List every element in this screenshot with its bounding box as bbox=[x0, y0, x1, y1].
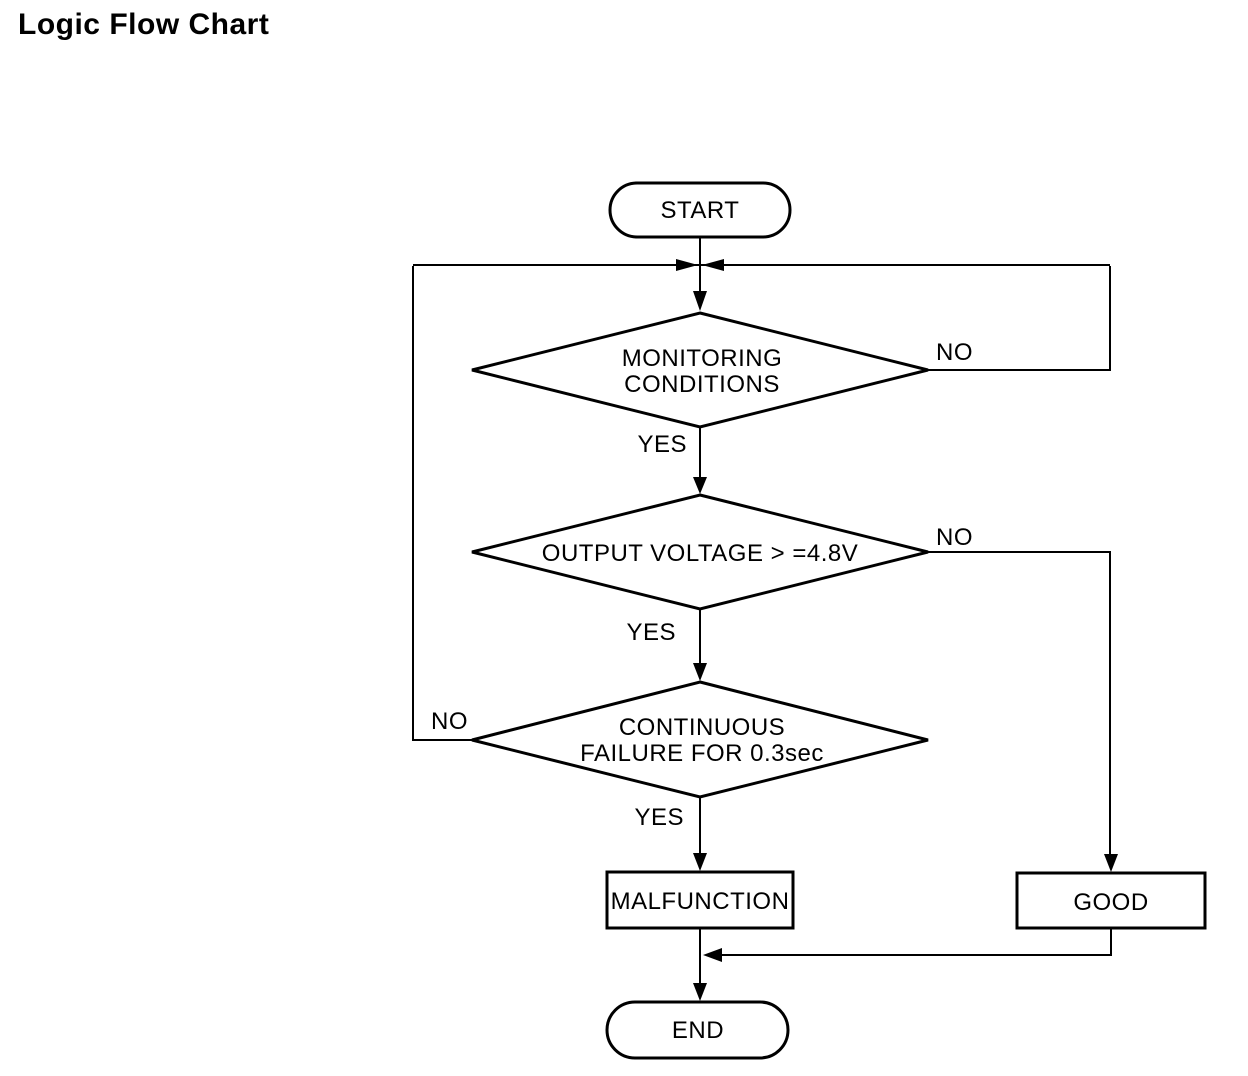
failure-diamond-shape bbox=[471, 680, 929, 799]
start-label: START bbox=[661, 197, 740, 224]
voltage-diamond-shape bbox=[471, 493, 929, 611]
arrowhead-junction-from-left-icon bbox=[676, 259, 698, 271]
connector-good-to-merge bbox=[706, 928, 1112, 956]
decision-monitoring-conditions: MONITORING CONDITIONS bbox=[471, 311, 929, 429]
monitoring-label-line1: MONITORING bbox=[622, 345, 783, 372]
failure-yes-label: YES bbox=[634, 804, 684, 831]
monitoring-yes-label: YES bbox=[637, 431, 687, 458]
feedback-failure-no-line bbox=[412, 266, 472, 741]
voltage-label: OUTPUT VOLTAGE > =4.8V bbox=[542, 540, 858, 567]
end-label: END bbox=[672, 1017, 724, 1044]
arrowhead-into-malfunction-icon bbox=[693, 853, 707, 871]
voltage-no-label: NO bbox=[936, 524, 973, 551]
feedback-monitoring-no-line bbox=[928, 266, 1111, 371]
arrowhead-into-good-icon bbox=[1104, 854, 1118, 872]
start-shape bbox=[608, 181, 792, 239]
arrowhead-into-voltage-icon bbox=[693, 477, 707, 494]
connector-voltage-no-to-good bbox=[928, 551, 1111, 855]
end-node: END bbox=[605, 1000, 790, 1060]
arrowhead-into-end-icon bbox=[693, 983, 707, 1001]
arrowhead-merge-into-end-line-icon bbox=[703, 948, 722, 962]
page-title: Logic Flow Chart bbox=[18, 8, 270, 41]
voltage-yes-label: YES bbox=[626, 619, 676, 646]
good-shape bbox=[1015, 871, 1207, 930]
failure-label-line1: CONTINUOUS bbox=[619, 714, 785, 741]
end-shape bbox=[605, 1000, 790, 1060]
monitoring-diamond-shape bbox=[471, 311, 929, 429]
monitoring-label-line2: CONDITIONS bbox=[624, 371, 780, 398]
start-node: START bbox=[608, 181, 792, 239]
decision-output-voltage: OUTPUT VOLTAGE > =4.8V bbox=[471, 493, 929, 611]
good-node: GOOD bbox=[1015, 871, 1207, 930]
malfunction-label: MALFUNCTION bbox=[611, 888, 790, 915]
arrowhead-junction-from-right-icon bbox=[702, 259, 724, 271]
failure-label-line2: FAILURE FOR 0.3sec bbox=[580, 740, 824, 767]
arrowhead-into-failure-icon bbox=[693, 663, 707, 681]
monitoring-no-label: NO bbox=[936, 339, 973, 366]
arrowhead-into-monitoring-icon bbox=[693, 291, 707, 311]
malfunction-node: MALFUNCTION bbox=[605, 870, 795, 930]
decision-continuous-failure: CONTINUOUS FAILURE FOR 0.3sec bbox=[471, 680, 929, 799]
failure-no-label: NO bbox=[431, 708, 468, 735]
good-label: GOOD bbox=[1073, 889, 1148, 916]
malfunction-shape bbox=[605, 870, 795, 930]
